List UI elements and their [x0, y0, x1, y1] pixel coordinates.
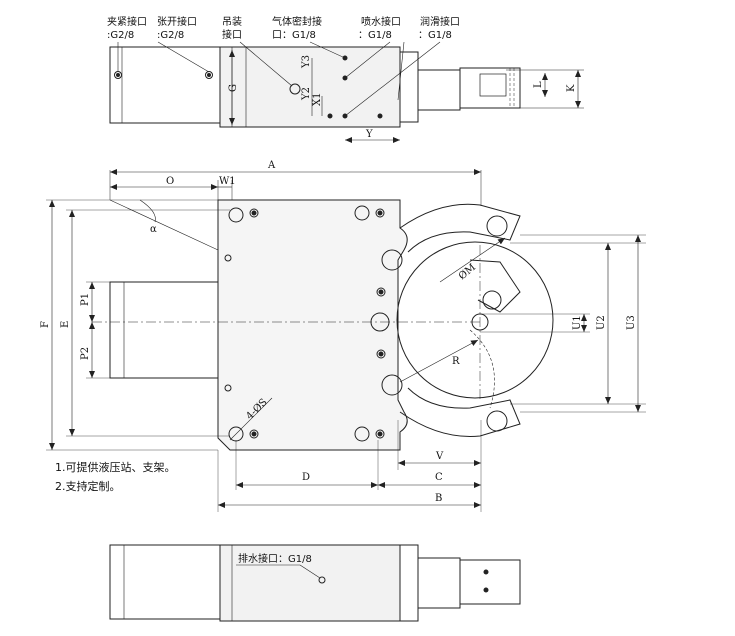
dim-alpha: α	[150, 224, 157, 235]
dim-V: V	[435, 451, 444, 462]
bottom-view	[109, 544, 521, 622]
notes: 1.可提供液压站、支架。 2.支持定制。	[55, 460, 176, 493]
dim-R: R	[452, 356, 460, 367]
dim-F: F	[40, 321, 51, 328]
front-view	[46, 169, 646, 512]
dim-G: G	[228, 84, 239, 92]
dim-X1: X1	[312, 93, 323, 106]
spray-port-spec: ：G1/8	[358, 30, 392, 41]
dim-E: E	[60, 321, 71, 328]
top-flange	[399, 51, 419, 123]
bottom-main-block	[219, 544, 401, 622]
lower-pivot-icon	[486, 410, 508, 432]
front-cylinder	[109, 281, 221, 379]
top-jaw-arm	[459, 67, 521, 109]
dim-P1: P1	[80, 293, 91, 306]
clamp-port-label: 夹紧接口	[107, 15, 147, 28]
top-neck	[417, 69, 461, 111]
dim-U1: U1	[572, 315, 583, 330]
upper-finger	[469, 259, 521, 313]
open-port-spec: :G2/8	[157, 30, 184, 41]
lube-port-label: 润滑接口	[420, 15, 460, 28]
lift-port-label-2: 接口	[222, 28, 242, 41]
port-labels: 夹紧接口 :G2/8 张开接口 :G2/8 吊装 接口 气体密封接 口：G1/8…	[107, 15, 460, 565]
upper-pivot-icon	[486, 215, 508, 237]
top-main-block	[219, 46, 401, 128]
front-main-plate	[217, 199, 408, 451]
drain-port-icon	[318, 576, 326, 584]
lube-port-spec: ：G1/8	[418, 30, 452, 41]
dim-A: A	[267, 160, 276, 171]
mounting-holes	[224, 205, 403, 442]
dim-K: K	[566, 84, 577, 92]
bottom-cylinder	[109, 544, 221, 620]
dim-M: ØM	[457, 262, 478, 282]
spray-port-label: 喷水接口	[361, 15, 401, 28]
dim-Y2: Y2	[301, 87, 312, 101]
lift-port-icon	[289, 83, 301, 95]
top-view	[109, 41, 584, 143]
drain-port-label: 排水接口：G1/8	[238, 552, 312, 565]
dim-U2: U2	[596, 315, 607, 330]
note-2: 2.支持定制。	[55, 479, 121, 493]
lower-jaw	[399, 387, 521, 437]
dim-O: O	[166, 176, 174, 187]
dim-P2: P2	[80, 347, 91, 360]
dim-Y: Y	[365, 129, 373, 140]
bottom-jaw-arm	[459, 559, 521, 605]
open-port-label: 张开接口	[157, 15, 197, 28]
lift-port-label: 吊装	[222, 15, 242, 28]
dim-L: L	[533, 81, 544, 88]
dim-C: C	[435, 472, 443, 483]
top-cylinder-body	[109, 46, 221, 124]
jaw-opening-circle	[396, 241, 554, 399]
dim-Y3: Y3	[301, 55, 312, 69]
note-1: 1.可提供液压站、支架。	[55, 460, 176, 474]
seal-port-label: 气体密封接	[272, 15, 322, 28]
dim-U3: U3	[626, 315, 637, 330]
dim-D: D	[302, 472, 310, 483]
seal-port-spec: 口：G1/8	[272, 30, 316, 41]
open-port-icon	[205, 71, 213, 79]
clamp-port-spec: :G2/8	[107, 30, 134, 41]
dim-B: B	[435, 493, 442, 504]
dim-W1: W1	[219, 176, 236, 187]
bottom-flange	[399, 544, 419, 622]
upper-jaw	[399, 203, 521, 253]
finger-pivot-icon	[482, 290, 502, 310]
